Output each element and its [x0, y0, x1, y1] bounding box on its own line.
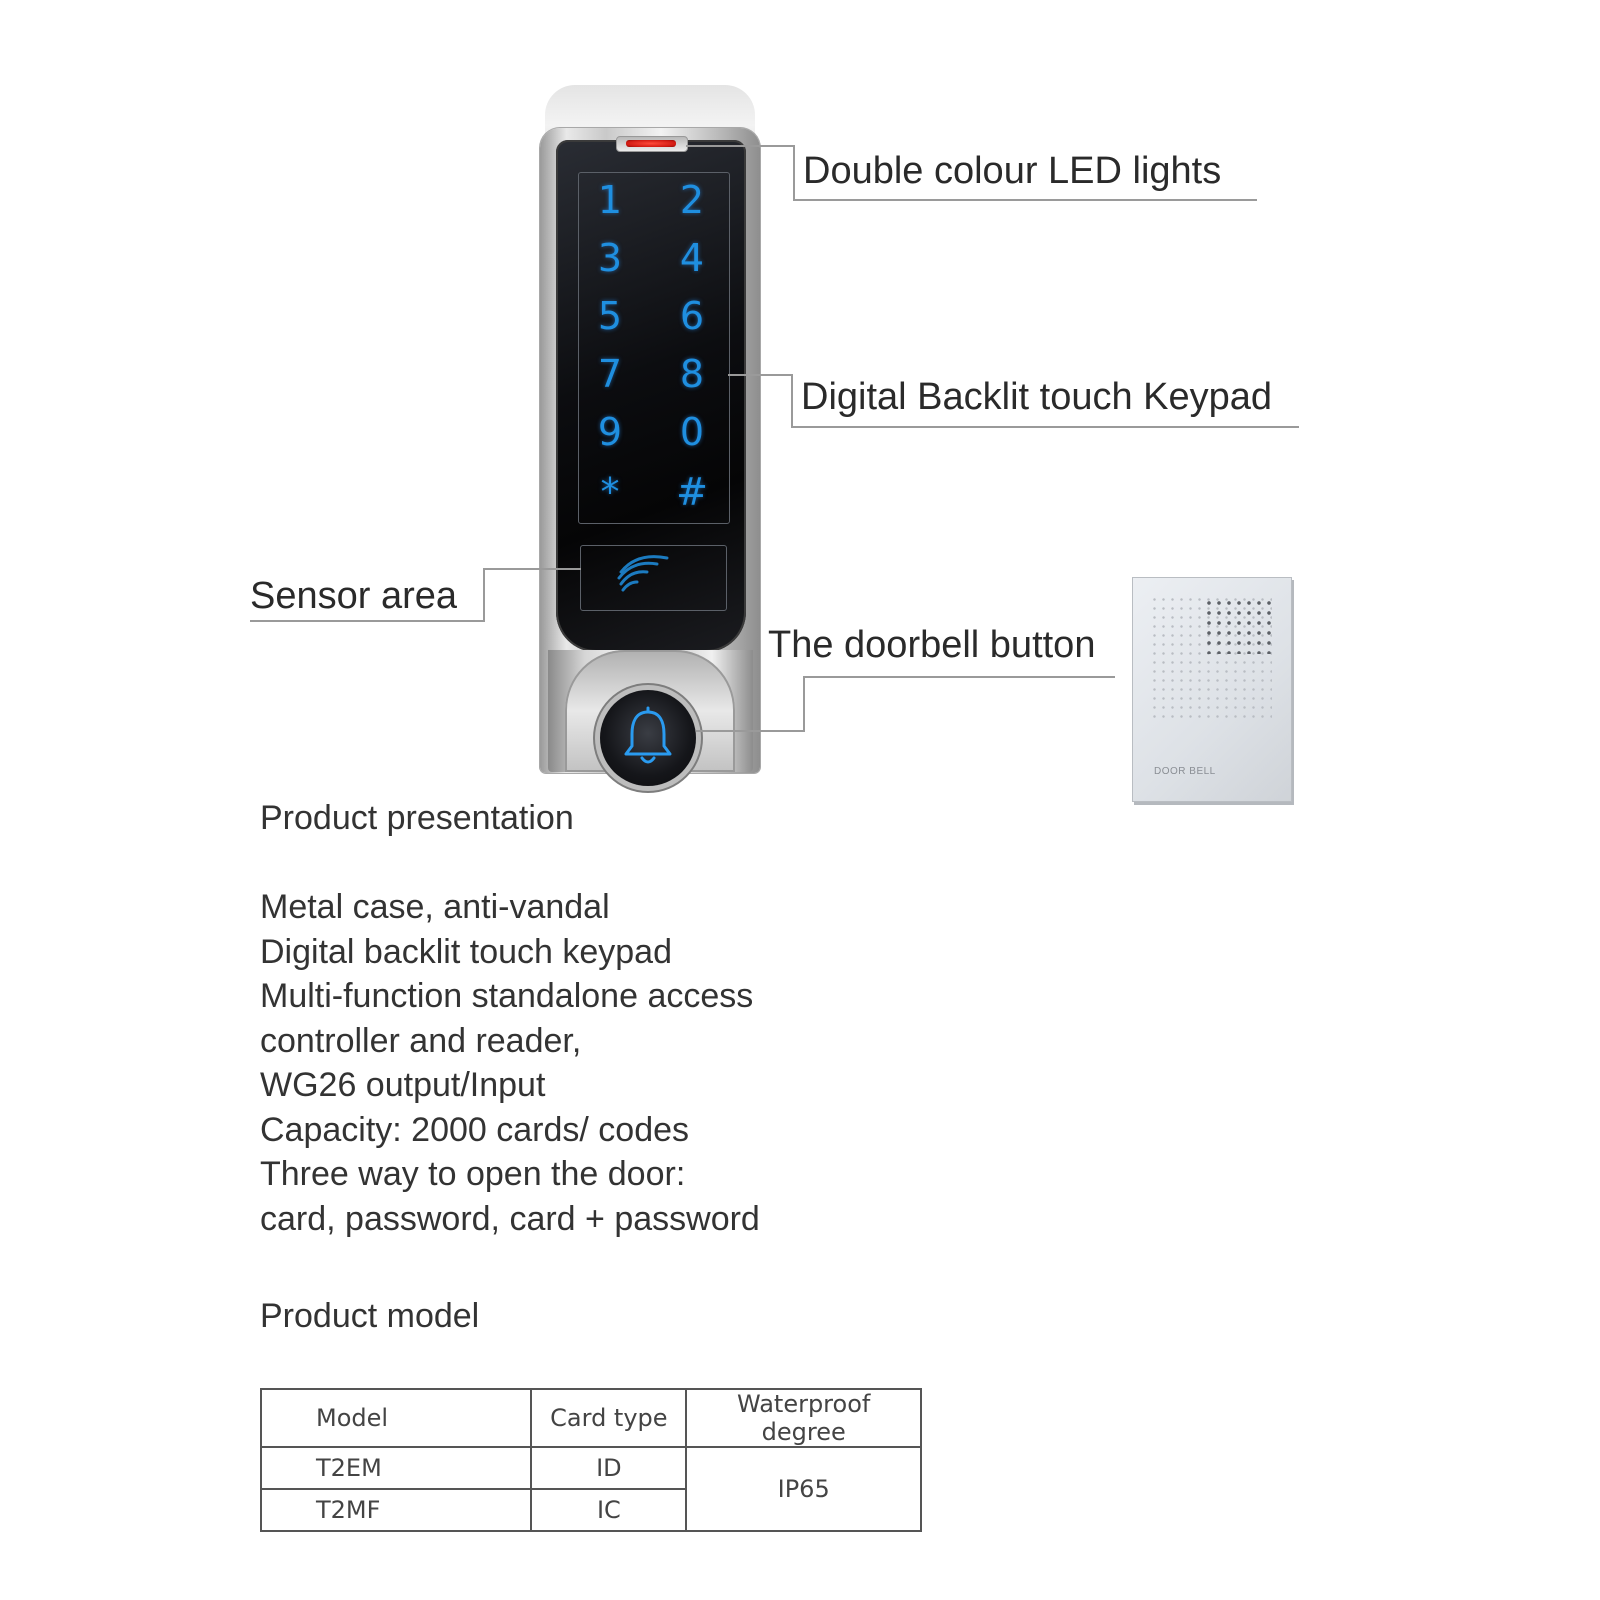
- callout-line-doorbell-u: [803, 676, 1115, 678]
- key-8[interactable]: 8: [679, 352, 705, 396]
- feature-line: card, password, card + password: [260, 1199, 760, 1238]
- callout-doorbell-label: The doorbell button: [768, 624, 1096, 666]
- callout-line-doorbell-v: [803, 676, 805, 732]
- callout-line-sensor: [483, 568, 581, 570]
- key-2[interactable]: 2: [679, 178, 705, 222]
- key-4[interactable]: 4: [679, 236, 705, 280]
- table-cell-model: T2EM: [259, 1446, 533, 1490]
- feature-line: Digital backlit touch keypad: [260, 932, 673, 971]
- feature-line: Capacity: 2000 cards/ codes: [260, 1110, 690, 1149]
- rfid-wave-icon: [617, 555, 669, 592]
- key-9[interactable]: 9: [597, 410, 623, 454]
- callout-line-sensor-v: [483, 568, 485, 622]
- table-row: T2EM ID IP65: [259, 1446, 922, 1532]
- table-cell-card-type: ID: [530, 1446, 688, 1490]
- product-model-heading: Product model: [260, 1297, 480, 1335]
- feature-list: Metal case, anti-vandal Digital backlit …: [260, 885, 760, 1241]
- callout-sensor-label: Sensor area: [250, 575, 458, 617]
- table-cell-waterproof: IP65: [685, 1446, 922, 1532]
- device-front-panel: [556, 140, 746, 652]
- callout-keypad-label: Digital Backlit touch Keypad: [801, 376, 1273, 418]
- table-cell-card-type: IC: [530, 1488, 688, 1532]
- table-row: T2MF IC: [259, 1488, 921, 1532]
- red-led-icon: [626, 140, 676, 147]
- callout-line-sensor-u: [250, 620, 485, 622]
- feature-line: Three way to open the door:: [260, 1155, 686, 1193]
- callout-line-keypad-v: [791, 374, 793, 428]
- key-5[interactable]: 5: [597, 294, 623, 338]
- key-1[interactable]: 1: [597, 178, 623, 222]
- sensor-area: [580, 545, 727, 611]
- product-model-table: Model Card type Waterproof degree T2EM I…: [259, 1388, 922, 1532]
- chime-label: DOOR BELL: [1154, 766, 1216, 777]
- product-presentation-heading: Product presentation: [260, 799, 574, 837]
- key-hash[interactable]: #: [676, 470, 708, 514]
- key-7[interactable]: 7: [597, 352, 623, 396]
- table-header-waterproof: Waterproof degree: [685, 1388, 922, 1448]
- feature-line: controller and reader,: [260, 1021, 582, 1060]
- table-header-row: Model Card type Waterproof degree: [259, 1388, 922, 1448]
- callout-line-keypad: [728, 374, 792, 376]
- table-header-card-type: Card type: [530, 1388, 688, 1448]
- doorbell-button[interactable]: [600, 690, 696, 786]
- feature-line: WG26 output/Input: [260, 1066, 546, 1104]
- table-header-model: Model: [259, 1388, 533, 1448]
- feature-line: Metal case, anti-vandal: [260, 888, 610, 926]
- touch-keypad: 1 2 3 4 5 6 7 8 9 0 * #: [578, 172, 730, 524]
- key-6[interactable]: 6: [679, 294, 705, 338]
- callout-line-led-v: [793, 145, 795, 201]
- callout-led-label: Double colour LED lights: [803, 150, 1222, 192]
- callout-line-led-u: [793, 199, 1257, 201]
- chime-speaker-holes: [1204, 598, 1272, 654]
- bell-icon: [624, 706, 672, 764]
- callout-line-doorbell: [696, 730, 805, 732]
- callout-line-led: [686, 145, 794, 147]
- key-star[interactable]: *: [600, 470, 620, 514]
- key-3[interactable]: 3: [597, 236, 623, 280]
- feature-line: Multi-function standalone access: [260, 977, 754, 1015]
- key-0[interactable]: 0: [679, 410, 705, 454]
- callout-line-keypad-u: [791, 426, 1299, 428]
- table-cell-model: T2MF: [259, 1488, 533, 1532]
